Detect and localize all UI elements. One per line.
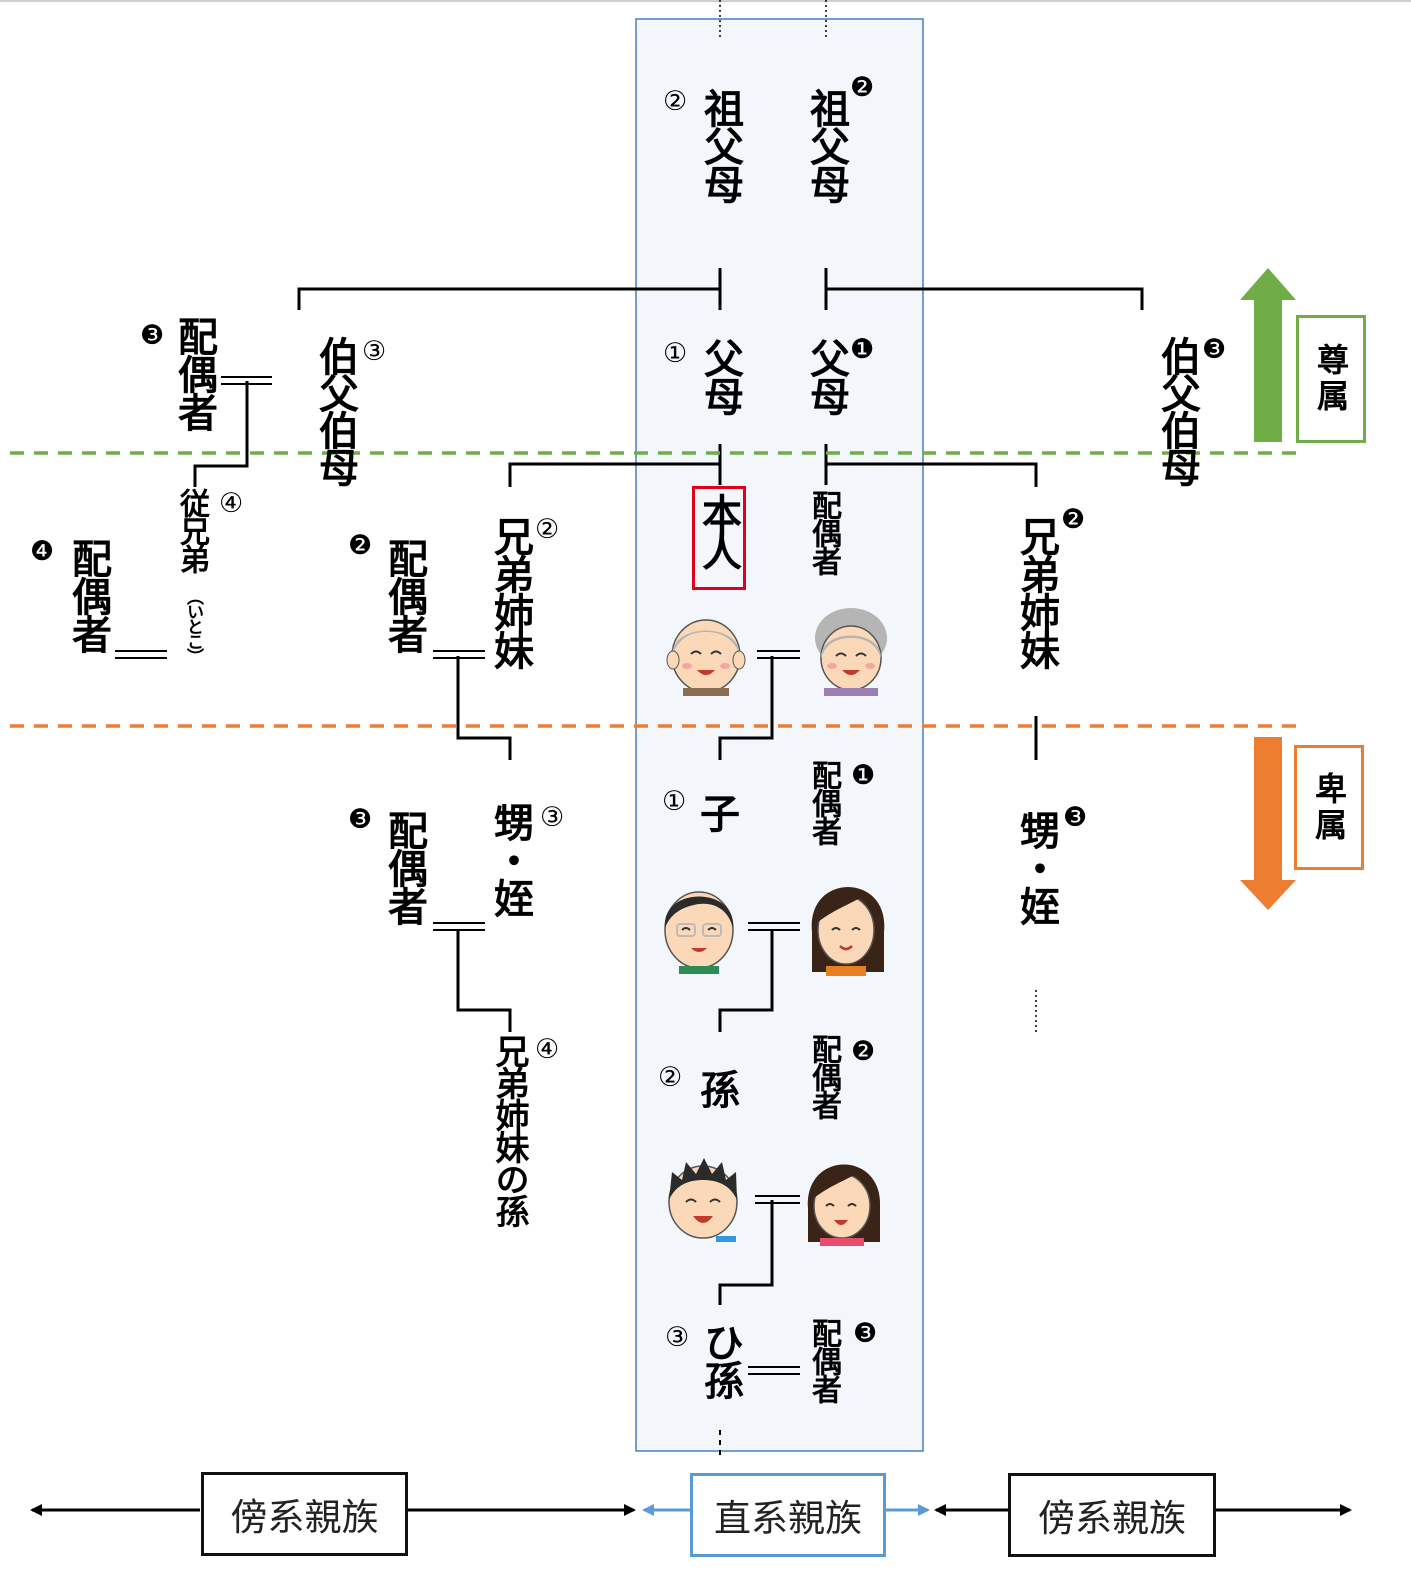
spouse-nephew-left-label: 配偶者 xyxy=(381,810,427,924)
affinity-degree-mark: ❸ xyxy=(140,320,165,351)
line-right-uncle xyxy=(824,268,1144,310)
degree-mark: ② xyxy=(663,86,688,117)
degree-mark: ③ xyxy=(362,336,387,367)
spouse-grandchild-label: 配偶者 xyxy=(806,1034,841,1118)
line-sibling-nephew xyxy=(456,656,512,760)
line-grandchild-great xyxy=(718,1200,774,1305)
degree-mark: ④ xyxy=(535,1034,560,1065)
spouse-child-label: 配偶者 xyxy=(806,760,841,844)
elderly-woman-icon xyxy=(815,608,887,696)
affinity-degree-mark: ❸ xyxy=(348,804,373,835)
grandparents-blood-label: 祖父母 xyxy=(697,88,743,202)
nephew-niece-left-label: 甥・姪 xyxy=(487,802,533,916)
descendant-box: 卑属 xyxy=(1294,745,1364,870)
affinity-degree-mark: ❸ xyxy=(853,1318,878,1349)
descendant-label: 卑属 xyxy=(1310,771,1348,844)
spouse-cousin-label: 配偶者 xyxy=(65,538,111,652)
line-parent-left xyxy=(508,444,722,487)
child-label: 子 xyxy=(700,792,740,838)
siblings-left-label: 兄弟姉妹 xyxy=(487,516,533,668)
degree-mark: ③ xyxy=(540,802,565,833)
grandparents-affinity-label: 祖父母 xyxy=(803,88,849,202)
lineal-box: 直系親族 xyxy=(690,1473,886,1557)
uncle-aunt-left-label: 伯父伯母 xyxy=(312,336,358,484)
line-parent-right xyxy=(824,444,1038,487)
line-left-uncle xyxy=(297,268,722,310)
degree-mark: ③ xyxy=(665,1322,690,1353)
spouse-uncle-left-label: 配偶者 xyxy=(171,316,217,430)
woman-icon xyxy=(811,887,885,976)
cousin-reading-label: （いとこ） xyxy=(183,588,203,663)
girl-icon xyxy=(807,1164,881,1246)
lineal-label: 直系親族 xyxy=(714,1497,862,1540)
degree-mark: ① xyxy=(663,338,688,369)
parents-blood-label: 父母 xyxy=(697,338,743,414)
siblings-grandchild-label: 兄弟姉妹の孫 xyxy=(489,1034,529,1226)
ascendant-arrow xyxy=(1240,268,1296,442)
line-nephew-grandnephew xyxy=(456,930,512,1032)
descendant-arrow xyxy=(1240,737,1296,910)
affinity-degree-mark: ❹ xyxy=(30,536,55,567)
spouse-self-label: 配偶者 xyxy=(806,490,841,574)
collateral-right-box: 傍系親族 xyxy=(1008,1473,1216,1557)
self-label: 本人 xyxy=(695,493,741,569)
nephew-niece-right-label: 甥・姪 xyxy=(1013,810,1059,924)
line-cousin xyxy=(193,381,249,487)
affinity-degree-mark: ❶ xyxy=(850,334,875,365)
degree-mark: ② xyxy=(658,1062,683,1093)
siblings-right-label: 兄弟姉妹 xyxy=(1013,516,1059,668)
degree-mark: ④ xyxy=(219,488,244,519)
cousin-label: 従兄弟 xyxy=(174,488,209,572)
spouse-great-grandchild-label: 配偶者 xyxy=(806,1318,841,1402)
affinity-degree-mark: ❸ xyxy=(1063,802,1088,833)
affinity-degree-mark: ❷ xyxy=(850,72,875,103)
line-self-child xyxy=(718,656,774,760)
affinity-degree-mark: ❷ xyxy=(348,530,373,561)
degree-mark: ① xyxy=(662,786,687,817)
degree-mark: ② xyxy=(535,514,560,545)
affinity-degree-mark: ❷ xyxy=(1061,504,1086,535)
ascendant-box: 尊属 xyxy=(1296,315,1366,443)
uncle-aunt-right-label: 伯父伯母 xyxy=(1154,336,1200,484)
grandchild-label: 孫 xyxy=(700,1068,740,1114)
ascendant-label: 尊属 xyxy=(1312,343,1350,415)
great-grandchild-label: ひ孫 xyxy=(697,1322,743,1398)
parents-affinity-label: 父母 xyxy=(803,338,849,414)
affinity-degree-mark: ❸ xyxy=(1202,334,1227,365)
affinity-degree-mark: ❷ xyxy=(851,1036,876,1067)
boy-icon xyxy=(668,1158,738,1242)
collateral-left-label: 傍系親族 xyxy=(230,1496,379,1539)
elderly-man-icon xyxy=(666,619,746,696)
spouse-siblings-left-label: 配偶者 xyxy=(381,538,427,652)
man-with-glasses-icon xyxy=(664,891,734,974)
self-box: 本人 xyxy=(692,486,746,590)
collateral-right-label: 傍系親族 xyxy=(1038,1497,1186,1540)
line-child-grandchild xyxy=(718,930,774,1032)
affinity-degree-mark: ❶ xyxy=(851,760,876,791)
collateral-left-box: 傍系親族 xyxy=(201,1472,408,1556)
